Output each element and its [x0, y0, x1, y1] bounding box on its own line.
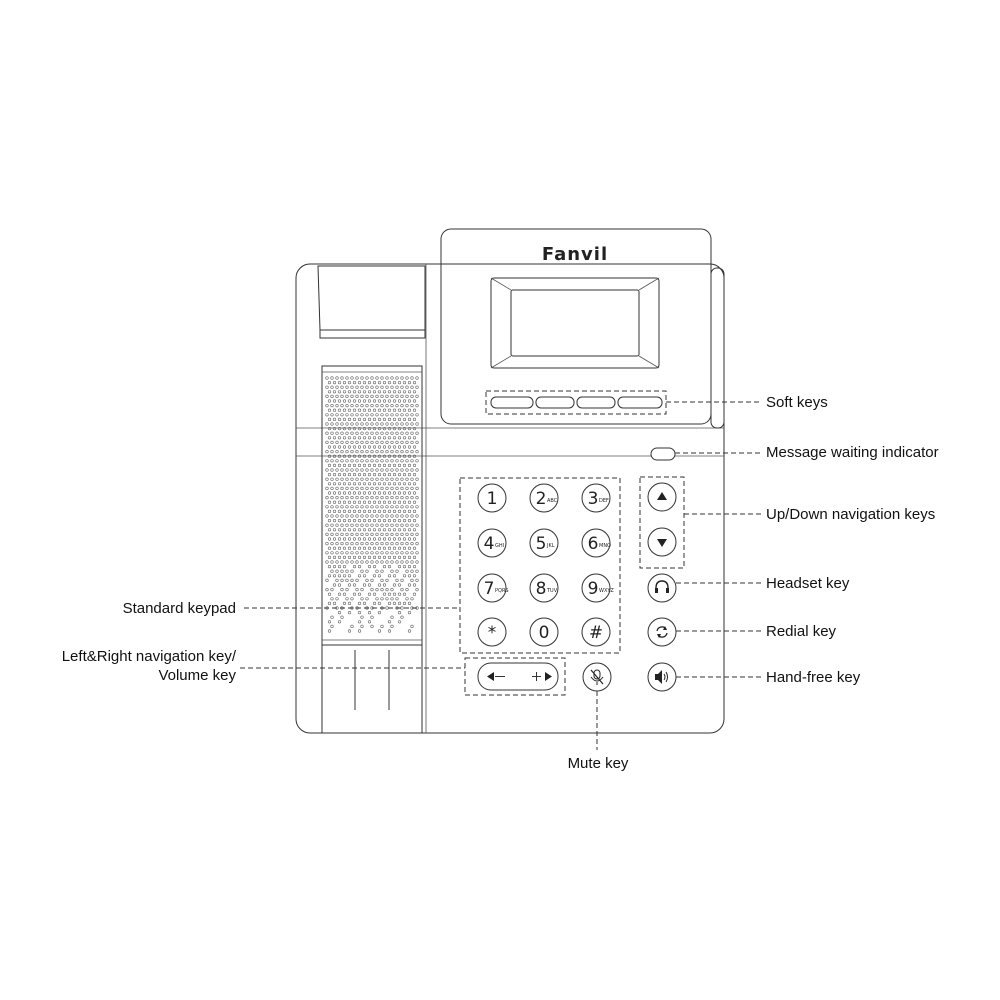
mute-key[interactable] — [582, 662, 612, 692]
headset-key[interactable] — [647, 573, 677, 603]
right-arrow-icon — [532, 672, 552, 681]
keypad-digit: 7 — [484, 579, 495, 599]
keypad-digit: 8 — [536, 579, 547, 599]
label-handsfree-key: Hand-free key — [766, 669, 861, 686]
label-lr-navigation-key: Left&Right navigation key/ — [62, 648, 237, 665]
left-arrow-icon — [487, 672, 505, 681]
updown-navigation-keys — [639, 476, 685, 569]
muted-microphone-icon — [590, 669, 604, 685]
keypad-digit: 2 — [536, 489, 547, 509]
keypad-key-1[interactable]: 1 — [477, 483, 507, 513]
keypad-letters: DEF — [599, 498, 609, 504]
label-volume-key: Volume key — [158, 667, 236, 684]
label-standard-keypad: Standard keypad — [123, 600, 236, 617]
label-soft-keys: Soft keys — [766, 394, 828, 411]
callout-lines — [240, 401, 762, 750]
keypad-digit: 3 — [588, 489, 599, 509]
brand-logo: Fanvil — [542, 244, 608, 265]
up-arrow-icon — [657, 492, 667, 500]
display-bezel: Fanvil — [440, 228, 725, 429]
keypad-key-0[interactable]: 0 — [529, 617, 559, 647]
handsfree-key[interactable] — [647, 662, 677, 692]
down-arrow-icon — [657, 539, 667, 547]
headset-icon — [655, 580, 669, 593]
keypad-digit: * — [488, 623, 497, 643]
label-message-waiting-indicator: Message waiting indicator — [766, 444, 939, 461]
keypad-letters: GHI — [495, 543, 504, 549]
keypad-letters: JKL — [546, 543, 555, 549]
label-redial-key: Redial key — [766, 623, 837, 640]
keypad-key-star[interactable]: * — [477, 617, 507, 647]
label-updown-navigation-keys: Up/Down navigation keys — [766, 506, 935, 523]
keypad-digit: 6 — [588, 534, 599, 554]
keypad-letters: WXYZ — [599, 588, 614, 594]
label-headset-key: Headset key — [766, 575, 850, 592]
keypad-letters: MNO — [599, 543, 611, 549]
redial-key[interactable] — [647, 617, 677, 647]
keypad-digit: 9 — [588, 579, 599, 599]
keypad-letters: ABC — [547, 498, 558, 504]
down-navigation-key[interactable] — [647, 527, 677, 557]
keypad-letters: TUV — [546, 588, 558, 594]
soft-key-2[interactable] — [535, 396, 575, 409]
message-waiting-indicator — [650, 447, 676, 461]
soft-keys — [485, 390, 667, 415]
keypad-digit: 0 — [539, 623, 550, 643]
callout-labels: Soft keys Message waiting indicator Up/D… — [62, 394, 939, 772]
soft-key-4[interactable] — [617, 396, 663, 409]
handset — [317, 265, 426, 733]
left-right-navigation-key[interactable] — [464, 657, 566, 696]
speaker-grille — [325, 376, 419, 633]
redial-icon — [656, 626, 668, 638]
keypad-digit: 4 — [484, 534, 495, 554]
keypad-letters: PQRS — [495, 588, 509, 594]
speaker-icon — [655, 670, 668, 684]
up-navigation-key[interactable] — [647, 482, 677, 512]
keypad-key-hash[interactable]: # — [581, 617, 611, 647]
lcd-screen — [510, 289, 640, 357]
label-mute-key: Mute key — [568, 755, 629, 772]
keypad-digit: # — [589, 623, 603, 643]
soft-key-3[interactable] — [576, 396, 616, 409]
soft-key-1[interactable] — [490, 396, 534, 409]
keypad-digit: 5 — [536, 534, 547, 554]
keypad-digit: 1 — [487, 489, 498, 509]
